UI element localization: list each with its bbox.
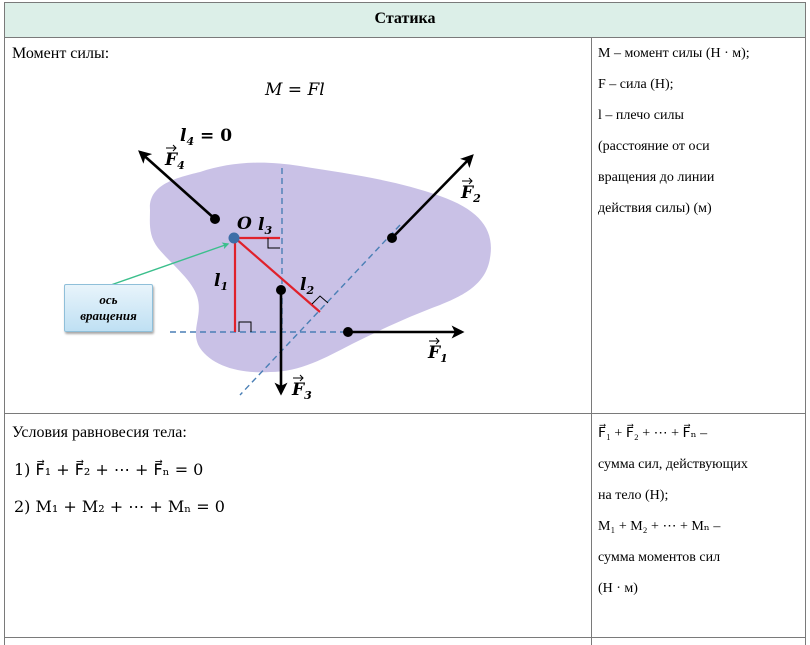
rotation-axis-point xyxy=(228,232,240,244)
definition-line: сумма сил, действующих xyxy=(598,457,748,472)
vector-accents xyxy=(166,144,473,382)
equilibrium-condition-1: 1) F⃗₁ + F⃗₂ + ⋯ + F⃗ₙ = 0 xyxy=(14,460,204,479)
force-label-f3: F3 xyxy=(291,380,312,402)
arm-label-l1: l1 xyxy=(214,271,228,293)
definition-line: (Н · м) xyxy=(598,581,638,596)
application-point xyxy=(276,285,286,295)
definition-line: M₁ + M₂ + ⋯ + Mₙ – xyxy=(598,519,721,534)
definition-line: l – плечо силы xyxy=(598,108,684,123)
rigid-body xyxy=(149,162,491,373)
moment-definitions: M – момент силы (Н · м); F – сила (Н); l… xyxy=(598,38,803,224)
definition-line: F – сила (Н); xyxy=(598,77,674,92)
definition-line: M – момент силы (Н · м); xyxy=(598,46,750,61)
right-angle-mark xyxy=(267,238,280,249)
grid-line xyxy=(805,2,806,645)
callout-line: вращения xyxy=(80,308,137,323)
point-o-label: O xyxy=(237,214,252,234)
force-label-f4: F4 xyxy=(164,150,185,172)
force-arrow-f2 xyxy=(391,154,474,239)
application-point xyxy=(387,233,397,243)
callout-line: ось xyxy=(99,292,118,307)
definition-line: F⃗₁ + F⃗₂ + ⋯ + F⃗ₙ – xyxy=(598,426,708,441)
moment-title: Момент силы: xyxy=(12,45,110,62)
definition-line: (расстояние от оси xyxy=(598,139,710,154)
equilibrium-title: Условия равновесия тела: xyxy=(12,424,187,441)
grid-line xyxy=(4,2,806,3)
grid-line xyxy=(4,413,806,414)
definition-line: действия силы) (м) xyxy=(598,201,712,216)
application-point xyxy=(210,214,220,224)
l4-label: l4 = 0 xyxy=(180,126,232,148)
definition-line: вращения до линии xyxy=(598,170,715,185)
force-label-f2: F2 xyxy=(460,183,481,205)
arm-label-l2: l2 xyxy=(300,275,314,297)
definition-line: сумма моментов сил xyxy=(598,550,721,565)
right-angle-mark xyxy=(238,321,252,332)
table-title: Статика xyxy=(374,10,436,27)
rotation-axis-callout: ось вращения xyxy=(64,284,153,332)
moment-formula: M = Fl xyxy=(265,80,325,100)
grid-line xyxy=(591,37,592,645)
grid-line xyxy=(4,637,806,638)
equilibrium-definitions: F⃗₁ + F⃗₂ + ⋯ + F⃗ₙ – сумма сил, действу… xyxy=(598,418,803,604)
action-line-f2 xyxy=(239,224,401,396)
right-angle-mark xyxy=(311,295,329,305)
grid-line xyxy=(4,2,5,645)
grid-line xyxy=(4,37,806,38)
application-point xyxy=(343,327,353,337)
definition-line: на тело (Н); xyxy=(598,488,669,503)
arm-l2 xyxy=(234,237,321,313)
table-header: Статика xyxy=(5,3,805,37)
force-label-f1: F1 xyxy=(427,343,448,365)
arm-label-l3: l3 xyxy=(258,215,272,237)
equilibrium-condition-2: 2) M₁ + M₂ + ⋯ + Mₙ = 0 xyxy=(14,497,225,516)
force-arrow-f4 xyxy=(138,150,216,220)
callout-arrow xyxy=(107,242,230,287)
